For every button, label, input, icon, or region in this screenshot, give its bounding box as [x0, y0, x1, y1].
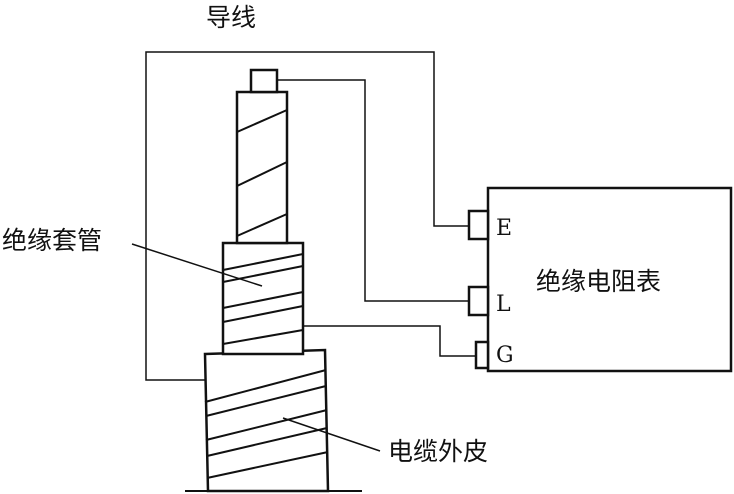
- wire-e: [145, 51, 469, 381]
- label-terminal-l: L: [496, 292, 511, 317]
- terminal-e-post: [467, 209, 490, 241]
- label-lead-wire: 导线: [206, 3, 256, 32]
- label-insulating-sleeve: 绝缘套管: [2, 226, 102, 255]
- label-terminal-g: G: [496, 343, 514, 368]
- meter-box: [486, 186, 733, 373]
- leader-insulating-sleeve: [131, 243, 263, 287]
- terminal-l-post: [467, 285, 490, 317]
- conductor-core: [235, 90, 289, 245]
- label-meter: 绝缘电阻表: [536, 267, 661, 296]
- wire-l: [277, 79, 469, 302]
- insulating-sleeve: [221, 241, 305, 356]
- lead-terminal: [249, 68, 279, 94]
- cable-sheath: [203, 348, 330, 493]
- label-terminal-e: E: [496, 216, 512, 241]
- wire-g: [303, 325, 476, 357]
- terminal-g-post: [474, 340, 490, 370]
- label-cable-sheath: 电缆外皮: [388, 437, 488, 466]
- leader-cable-sheath: [282, 417, 381, 452]
